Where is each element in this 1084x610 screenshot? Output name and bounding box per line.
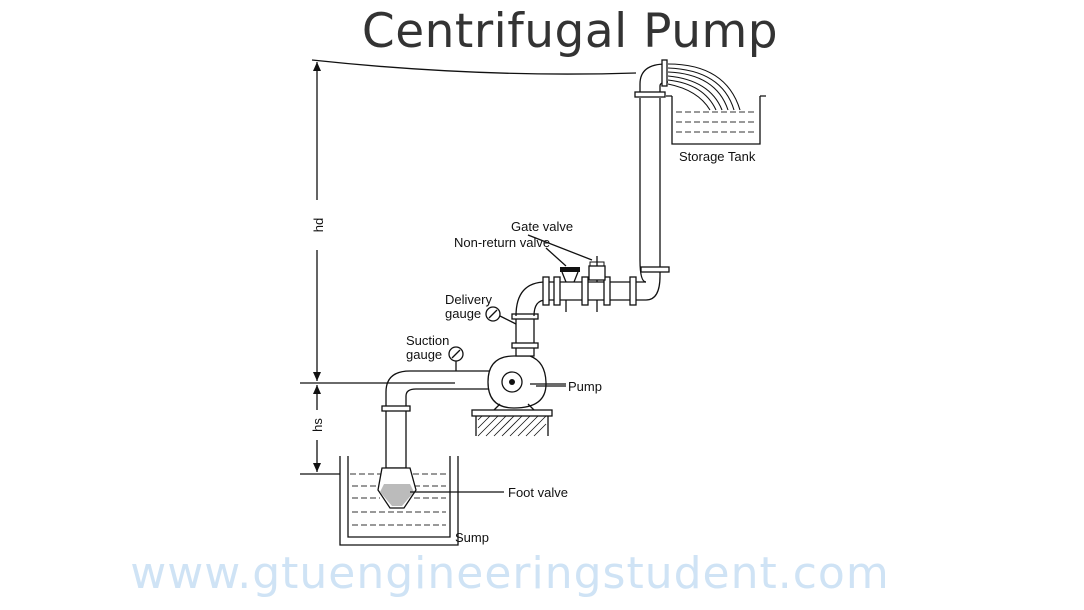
gate-valve-label: Gate valve <box>511 219 573 234</box>
storage-tank <box>666 95 766 145</box>
suction-gauge-label-1: Suction <box>406 333 449 348</box>
hd-label: hd <box>311 218 326 232</box>
suction-gauge-label-2: gauge <box>406 347 442 362</box>
delivery-gauge-label-2: gauge <box>445 306 481 321</box>
delivery-pipe <box>511 59 741 357</box>
hs-label: hs <box>310 418 325 432</box>
page-title: Centrifugal Pump <box>361 4 779 59</box>
storage-tank-label: Storage Tank <box>679 149 756 164</box>
suction-gauge <box>448 346 464 371</box>
sump-label: Sump <box>455 530 489 545</box>
pump-casing <box>471 355 566 437</box>
foot-valve-label: Foot valve <box>508 485 568 500</box>
delivery-gauge-label-1: Delivery <box>445 292 492 307</box>
suction-pipe <box>377 370 504 509</box>
watermark: www.gtuengineeringstudent.com <box>130 548 890 599</box>
pump-label: Pump <box>568 379 602 394</box>
delivery-level-line <box>311 59 637 75</box>
non-return-valve-label: Non-return valve <box>454 235 550 250</box>
hd-dimension: hd <box>311 62 326 381</box>
hs-dimension: hs <box>310 385 325 472</box>
delivery-gauge <box>485 306 517 325</box>
